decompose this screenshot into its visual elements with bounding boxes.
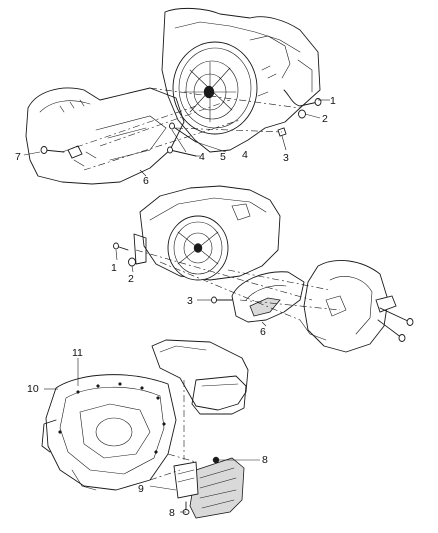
- collector-shield: [189, 457, 245, 519]
- bottom-assembly: [41, 339, 260, 519]
- flexplate: [167, 215, 229, 281]
- callout-top-6: 6: [143, 175, 149, 187]
- callout-top-5: 5: [220, 151, 226, 163]
- dust-shield: [25, 87, 185, 185]
- callout-bottom-8b: 8: [169, 507, 175, 519]
- callout-bottom-11: 11: [72, 347, 83, 359]
- engine-block: [161, 7, 321, 153]
- callout-top-4b: 4: [199, 151, 205, 163]
- callout-mid-1: 1: [111, 262, 117, 274]
- bell-housing: [45, 374, 177, 491]
- callout-top-4a: 4: [242, 149, 248, 161]
- callout-mid-3: 3: [187, 295, 193, 307]
- top-assembly: [23, 7, 330, 185]
- callout-bottom-10: 10: [27, 383, 39, 395]
- transmission-bell: [303, 260, 389, 353]
- engine-bottom: [151, 339, 249, 411]
- callout-mid-6: 6: [260, 326, 266, 338]
- inspection-cover: [231, 271, 305, 323]
- flywheel: [172, 41, 258, 135]
- callout-top-3: 3: [283, 152, 289, 164]
- oil-pan: [191, 375, 247, 415]
- middle-assembly: [113, 185, 414, 353]
- callout-bottom-9: 9: [138, 483, 144, 495]
- callout-bottom-8a: 8: [262, 454, 268, 466]
- callout-mid-2: 2: [128, 273, 134, 285]
- engine-rear: [139, 185, 281, 281]
- callout-top-2: 2: [322, 113, 328, 125]
- callout-top-7: 7: [15, 151, 21, 163]
- callout-top-1: 1: [330, 95, 336, 107]
